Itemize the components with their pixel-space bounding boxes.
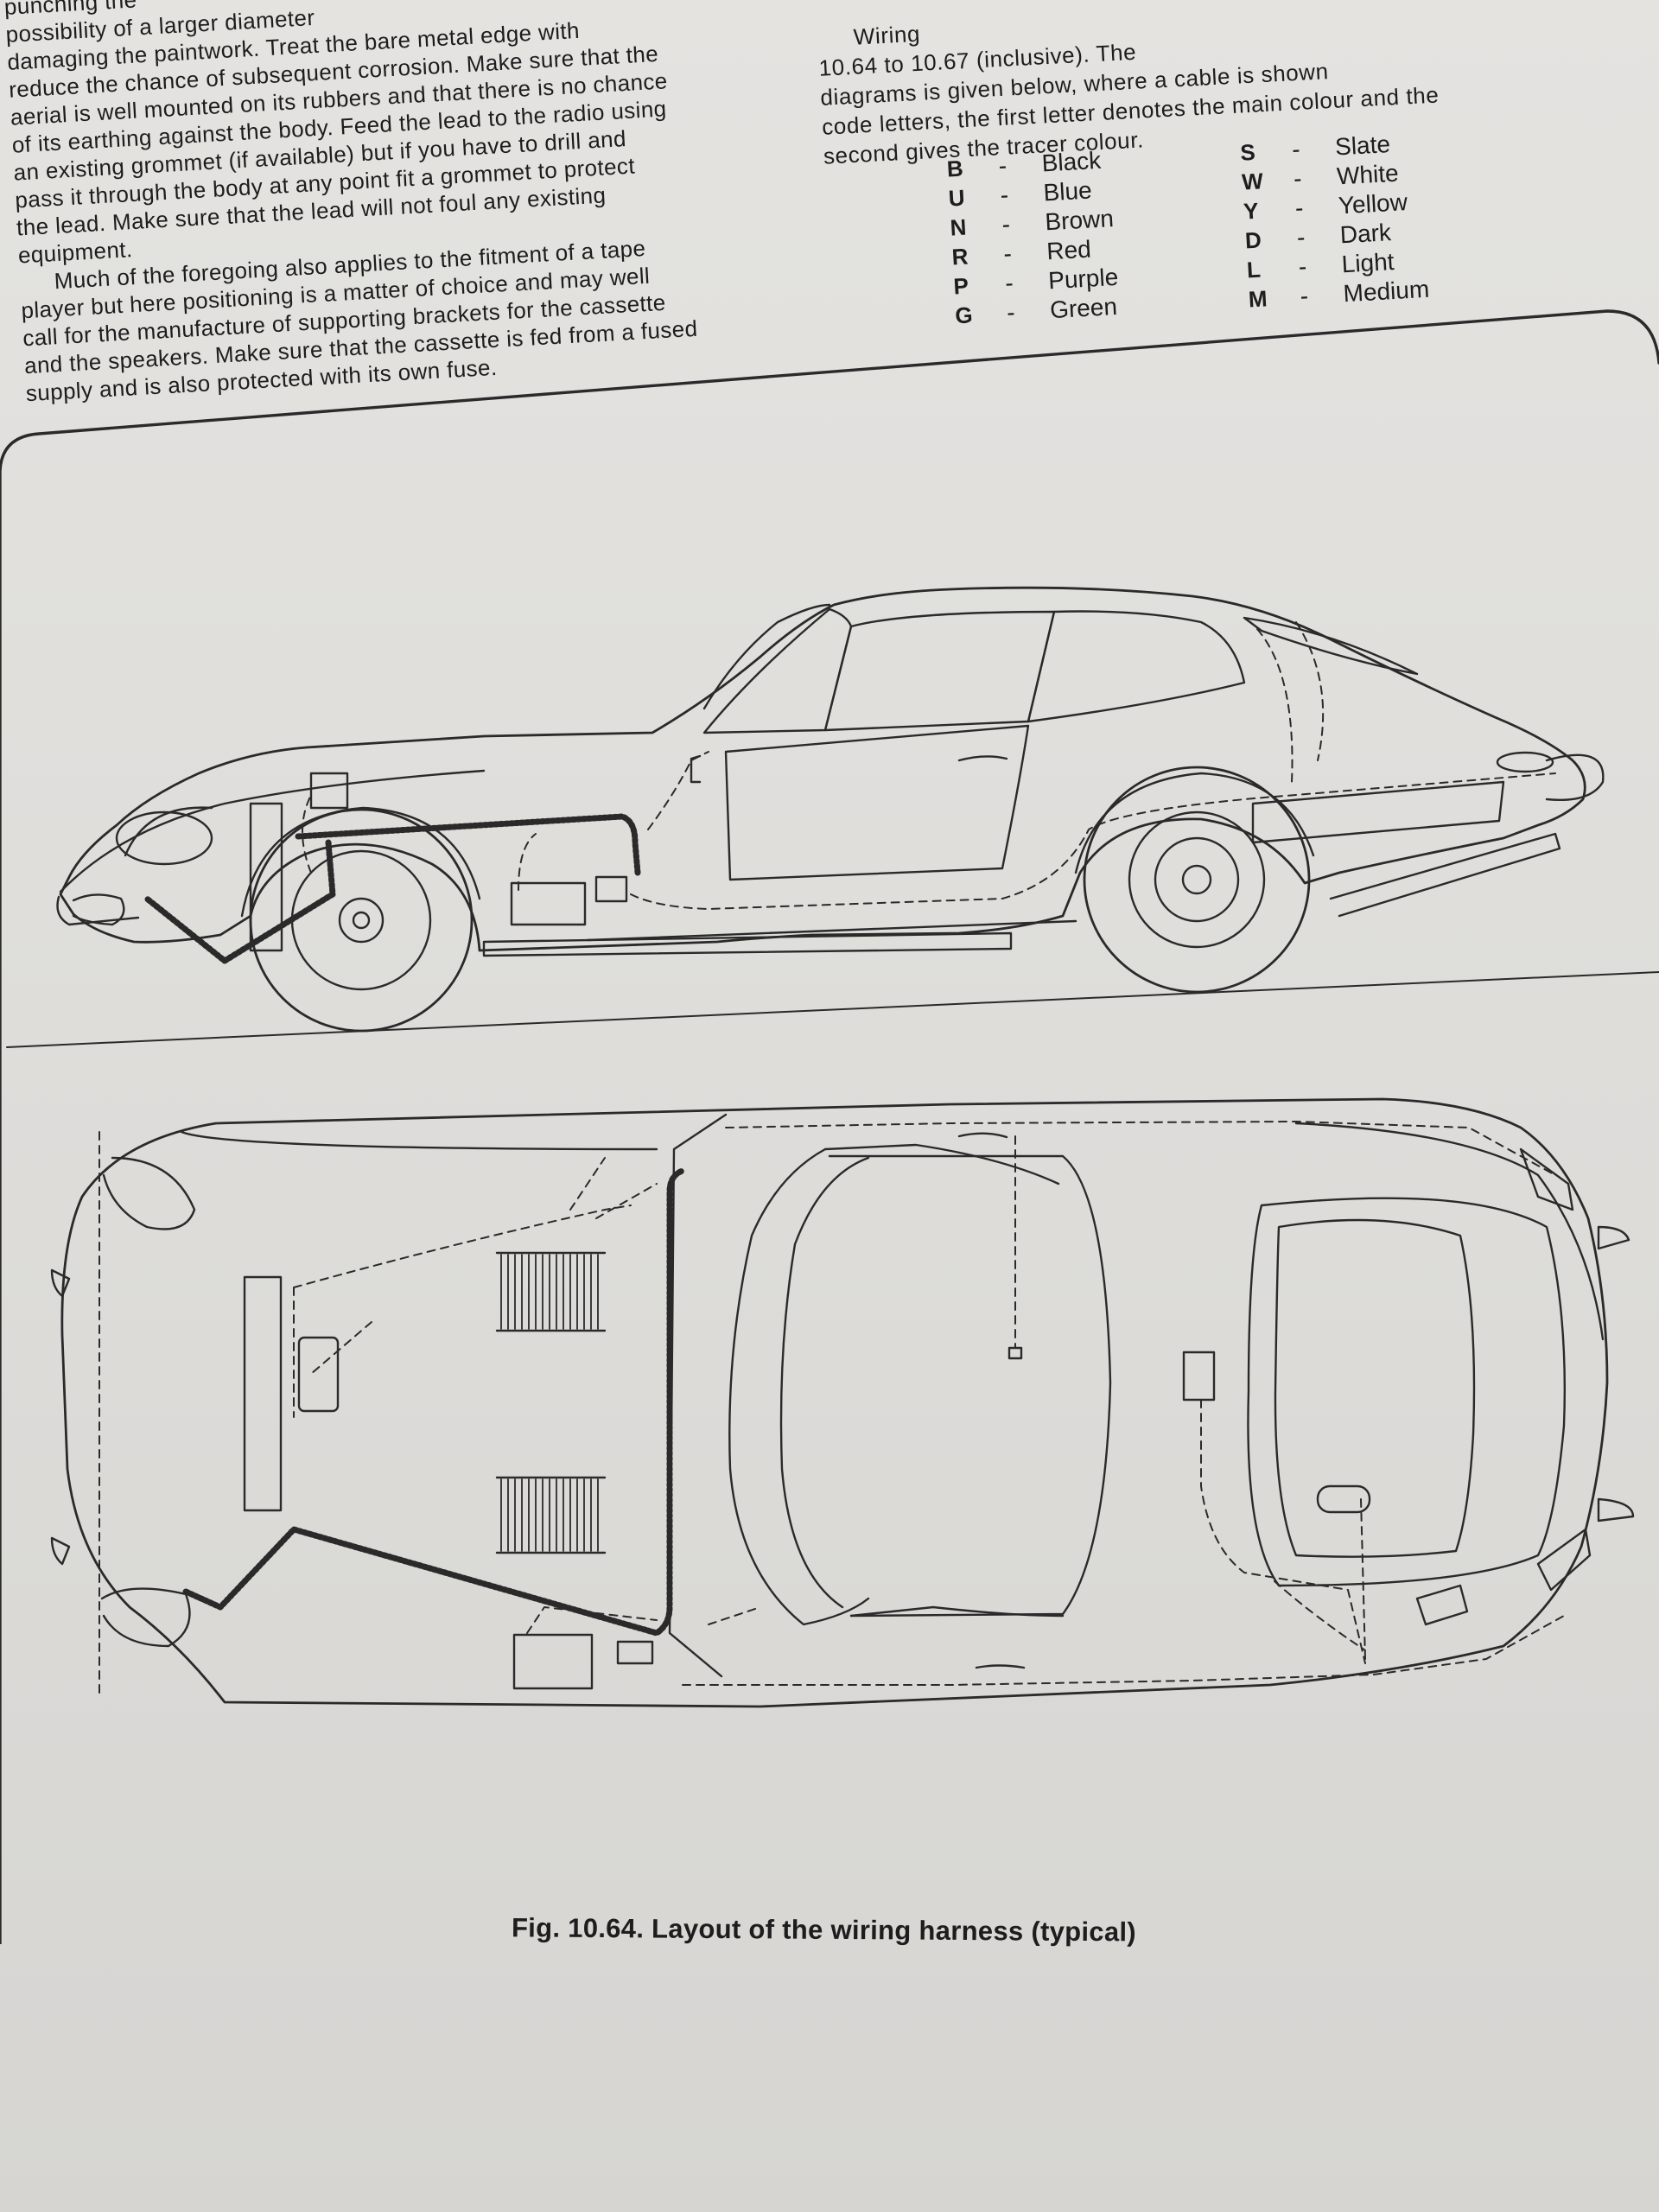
car-side-view [56, 586, 1605, 1033]
door-line-bottom [849, 1605, 1065, 1618]
colour-code-letter: B [946, 155, 964, 182]
headlamp-cover [124, 806, 213, 857]
tailgate-outline [1247, 1197, 1567, 1587]
colour-code-letter: N [949, 213, 968, 241]
colour-code-letter: L [1246, 256, 1262, 283]
colour-code-name: Slate [1334, 130, 1391, 161]
windscreen [702, 607, 853, 734]
car-plan-view [50, 1097, 1635, 1708]
bonnet-louvres-top [495, 1251, 607, 1332]
junction-plan [1007, 1346, 1023, 1360]
bonnet-line [59, 769, 486, 893]
front-lamp-left [102, 1156, 196, 1230]
battery [510, 881, 587, 926]
battery-plan [512, 1633, 594, 1690]
dashed-wiring [302, 621, 1556, 910]
front-wheel [249, 808, 474, 1033]
side-window-front [823, 610, 1056, 732]
door-line-top [823, 1143, 1060, 1185]
reversing-lamp [1316, 1484, 1371, 1514]
rear-bumper-bottom [1597, 1497, 1635, 1522]
figure-frame [0, 309, 1659, 1944]
headlamp [115, 810, 213, 866]
tailgate-glass [1274, 1218, 1476, 1558]
colour-code-name: Dark [1338, 219, 1392, 249]
engine-box [309, 772, 349, 810]
colour-code-letter: D [1244, 226, 1262, 254]
wiring-harness-main [295, 813, 641, 876]
colour-code-letter: S [1239, 138, 1256, 166]
rear-valance [1519, 1147, 1574, 1211]
door-handle-bottom [975, 1664, 1026, 1669]
rear-bumper [1545, 753, 1605, 801]
bonnet-panel-line [668, 1113, 728, 1678]
rear-wheel-rim [1128, 810, 1266, 949]
front-wheel-arch [240, 806, 481, 918]
door-bracket [690, 754, 702, 784]
front-bumper [56, 895, 140, 926]
rear-wheel-arch [1074, 772, 1315, 874]
roof-line [702, 603, 831, 710]
front-wheel-hub [338, 897, 385, 944]
door-handle-top [957, 1132, 1008, 1139]
wiring-harness-figure [0, 309, 1659, 1944]
rear-number-plate [1251, 780, 1505, 844]
roof-outline [779, 1156, 870, 1609]
rear-lamp [1496, 751, 1554, 773]
rear-wheel [1083, 766, 1311, 994]
car-body-outline [59, 586, 1586, 952]
rear-plan-edge [1294, 1122, 1605, 1341]
colour-code-name: Purple [1047, 263, 1119, 295]
colour-code-name: White [1336, 159, 1400, 190]
view-divider-line [6, 971, 1659, 1048]
front-wing-line [180, 1130, 658, 1151]
rear-bumper-top [1597, 1225, 1630, 1250]
rear-wheel-disc [1154, 836, 1240, 923]
colour-code-letter: P [952, 272, 969, 300]
bonnet-louvres-bottom [495, 1476, 607, 1554]
door-handle [957, 755, 1008, 762]
front-bumper-bottom [50, 1536, 71, 1566]
figure-caption: Fig. 10.64. Layout of the wiring harness… [511, 1912, 1137, 1948]
front-wheel-spinner [352, 911, 371, 930]
exhaust-pipe [1329, 832, 1561, 918]
colour-code-letter: R [950, 243, 969, 270]
colour-code-name: Yellow [1338, 188, 1408, 219]
windscreen-plan [728, 1147, 870, 1626]
wiring-harness-front [143, 839, 336, 964]
fuse-box-plan [616, 1640, 654, 1665]
front-lamp-right [100, 1587, 191, 1648]
bonnet-louvres [500, 1254, 599, 1552]
colour-code-letter: W [1241, 168, 1264, 195]
component-box [594, 875, 628, 903]
radiator-panel [249, 802, 283, 952]
radiator-plan [243, 1275, 283, 1512]
sill-line [586, 919, 1077, 942]
front-wheel-rim [290, 849, 432, 991]
sill-panel [482, 931, 1013, 957]
wiring-harness-plan [182, 1167, 686, 1637]
colour-code-name: Red [1046, 235, 1092, 265]
dashed-wiring-plan [99, 1121, 1565, 1694]
front-bumper-top [50, 1268, 71, 1298]
fuel-pump-box [1182, 1351, 1216, 1402]
door-outline [724, 724, 1030, 881]
side-window-rear [1027, 610, 1246, 723]
filler-cap [1415, 1584, 1469, 1626]
colour-code-name: Light [1340, 247, 1395, 278]
header-tank [297, 1336, 340, 1413]
rear-valance-lower [1536, 1528, 1592, 1592]
cabin-plan [828, 1154, 1112, 1618]
rear-quarter-light [1243, 616, 1419, 676]
colour-code-letter: Y [1243, 197, 1260, 225]
colour-code-name: Brown [1044, 205, 1115, 236]
colour-code-letter: U [947, 184, 966, 212]
colour-code-name: Blue [1042, 176, 1093, 207]
colour-code-name: Black [1040, 146, 1102, 177]
rear-wheel-spinner [1181, 864, 1212, 895]
